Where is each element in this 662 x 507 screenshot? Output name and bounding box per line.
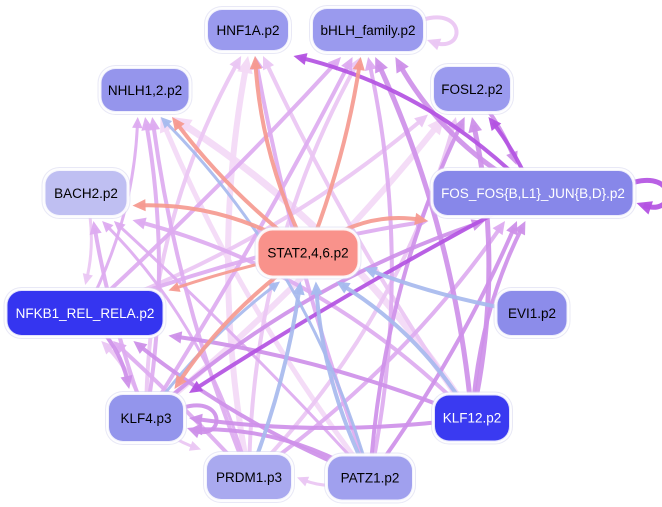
node-evi1[interactable]: EVI1.p2 xyxy=(496,290,568,336)
node-klf12[interactable]: KLF12.p2 xyxy=(434,394,510,442)
edge-patz1-fos xyxy=(368,221,518,480)
node-bach2[interactable]: BACH2.p2 xyxy=(44,170,128,216)
edge-klf12-fos xyxy=(470,221,526,419)
node-stat[interactable]: STAT2,4,6.p2 xyxy=(257,229,359,277)
edge-fos-hnf1a xyxy=(293,53,535,195)
edge-patz1-nhlh xyxy=(160,117,372,480)
node-fos[interactable]: FOS_FOS{B,L1}_JUN{B,D}.p2 xyxy=(432,170,634,216)
edge-bhlh-bhlh xyxy=(421,15,459,51)
edge-fos-fos xyxy=(630,178,662,215)
node-klf4[interactable]: KLF4.p3 xyxy=(108,394,184,442)
edge-klf12-bhlh xyxy=(375,57,475,419)
node-patz1[interactable]: PATZ1.p2 xyxy=(327,455,413,501)
edge-prdm1-hnf1a xyxy=(224,56,253,478)
edge-patz1-stat xyxy=(310,281,372,479)
edge-klf4-klf4 xyxy=(181,403,219,439)
node-nhlh[interactable]: NHLH1,2.p2 xyxy=(100,68,190,112)
edge-fos-klf4 xyxy=(189,191,534,393)
edge-patz1-nhlh xyxy=(160,117,372,479)
node-fosl2[interactable]: FOSL2.p2 xyxy=(433,66,511,112)
node-prdm1[interactable]: PRDM1.p3 xyxy=(206,454,292,500)
node-hnf1a[interactable]: HNF1A.p2 xyxy=(207,9,289,51)
edge-klf12-nfkb xyxy=(168,331,473,420)
node-bhlh[interactable]: bHLH_family.p2 xyxy=(312,8,424,52)
edge-klf12-fosl2 xyxy=(468,117,492,419)
node-nfkb[interactable]: NFKB1_REL_RELA.p2 xyxy=(6,290,164,336)
